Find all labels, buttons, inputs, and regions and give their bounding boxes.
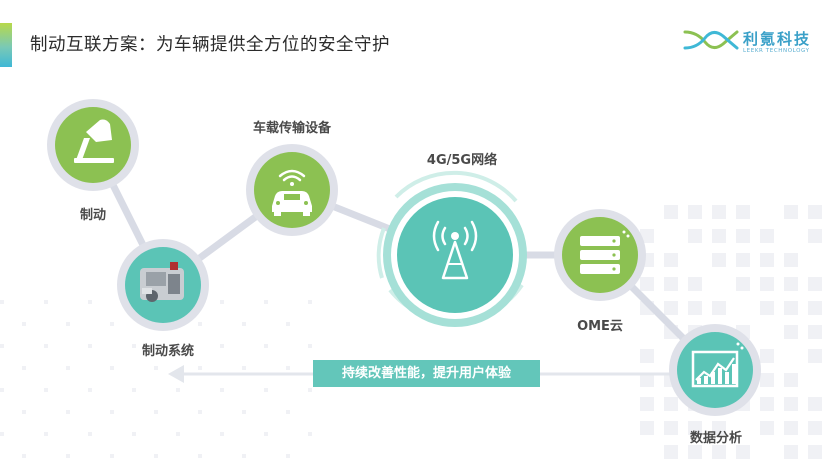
page-title: 制动互联方案：为车辆提供全方位的安全守护 (30, 35, 390, 55)
feedback-banner: 持续改善性能，提升用户体验 (313, 360, 540, 387)
antenna-tower-icon (432, 220, 478, 280)
node-label-cloud: OME云 (577, 319, 623, 334)
node-label-network: 4G/5G网络 (426, 153, 498, 168)
company-logo: 利氪科技 LEEKR TECHNOLOGY (683, 26, 813, 62)
node-label-vehicle-transmission: 车载传输设备 (252, 121, 332, 136)
arrow-head-icon (168, 365, 184, 383)
node-network (376, 170, 527, 327)
logo-name: 利氪科技 (743, 30, 812, 48)
node-analytics (669, 324, 761, 416)
node-label-braking: 制动 (79, 208, 107, 223)
node-cloud (554, 209, 646, 301)
node-brake-system (117, 239, 209, 331)
node-vehicle-transmission (246, 144, 338, 236)
brake-pedal-icon (74, 119, 114, 163)
data-chart-icon (691, 342, 744, 388)
logo-subtitle: LEEKR TECHNOLOGY (743, 48, 810, 54)
node-braking (47, 99, 139, 191)
title-accent-bar (0, 23, 12, 67)
node-label-analytics: 数据分析 (689, 431, 743, 446)
server-icon (580, 230, 630, 274)
logo-mark-icon (683, 30, 739, 50)
car-wifi-icon (272, 169, 312, 216)
node-label-brake-system: 制动系统 (141, 344, 195, 359)
brake-system-photo (140, 262, 184, 302)
